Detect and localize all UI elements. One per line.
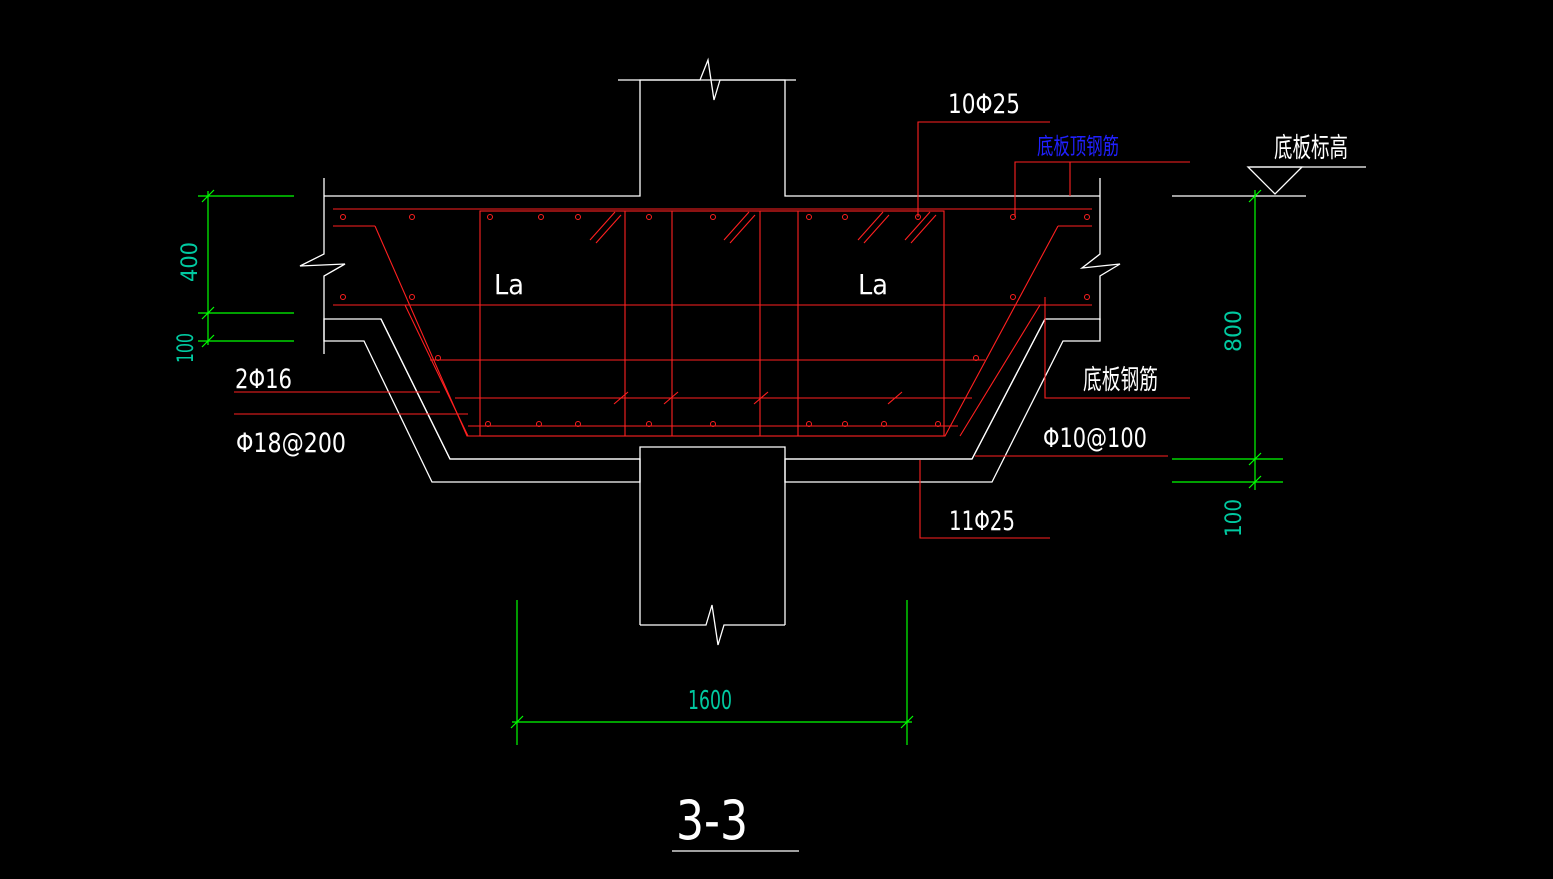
label-waist-bars: 2Φ16: [235, 364, 292, 395]
rebar-dot: [646, 421, 652, 427]
label-anchor-right: La: [858, 268, 888, 301]
label-bottom-bars: 11Φ25: [949, 506, 1015, 537]
left-break-line: [299, 178, 346, 354]
leader-bottom-bars: [919, 460, 1050, 539]
cushion-left: [323, 318, 641, 483]
rebar-dot: [575, 421, 581, 427]
concrete-cushion: [323, 318, 1101, 483]
rebar-tick: [595, 214, 622, 244]
rebar-tick: [589, 211, 616, 241]
label-top-bars: 10Φ25: [948, 89, 1020, 120]
rebar-dot: [340, 214, 346, 220]
rebar-dot: [842, 421, 848, 427]
rebar-dot: [1084, 214, 1090, 220]
pit-inner-outline-r: [785, 318, 1046, 460]
rebar-dot: [973, 355, 979, 361]
upper-break-line: [618, 57, 796, 101]
label-stirrups: Φ10@100: [1043, 423, 1147, 454]
dim-right-lower: 100: [1222, 499, 1247, 537]
rebar-dot: [536, 421, 542, 427]
rebar-tick: [753, 391, 769, 405]
rebar-tick: [887, 391, 903, 405]
rebar-dot: [646, 214, 652, 220]
rebar-dot: [806, 421, 812, 427]
dim-right-tick1: [1248, 189, 1262, 203]
right-slope-bar: [959, 304, 1092, 437]
rebar-dot: [806, 214, 812, 220]
label-slab-elevation: 底板标高: [1274, 133, 1348, 164]
rebar-dot: [575, 214, 581, 220]
dimension-lines: [198, 189, 1283, 745]
rebar-dot: [842, 214, 848, 220]
rebar-dot: [710, 214, 716, 220]
dim-left-tick3: [201, 334, 215, 348]
dim-left-upper: 400: [178, 242, 203, 282]
lower-column: [639, 446, 786, 625]
rebar-dot: [935, 421, 941, 427]
rebar-dot: [409, 214, 415, 220]
rebar-tick: [904, 211, 931, 241]
right-break-line: [1079, 178, 1121, 320]
dim-left-lower: 100: [174, 333, 199, 363]
rebar-tick: [663, 391, 679, 405]
rebar-tick: [910, 214, 937, 244]
rebar-dot: [881, 421, 887, 427]
pit-inner-outline: [380, 318, 640, 460]
label-slab-rebar: 底板钢筋: [1083, 365, 1158, 396]
dim-right-upper: 800: [1222, 310, 1247, 352]
label-side-bars: Φ18@200: [236, 428, 346, 459]
rebar-dot: [485, 421, 491, 427]
dim-left-tick2: [201, 306, 215, 320]
rebar-dots: [340, 214, 1090, 427]
leader-slab-top-rebar: [1014, 161, 1190, 217]
dim-right-tick2: [1248, 452, 1262, 466]
rebar-dot: [538, 214, 544, 220]
leader-slab-rebar: [1044, 297, 1190, 399]
rebar-dot: [409, 294, 415, 300]
label-slab-top-rebar: 底板顶钢筋: [1037, 134, 1119, 160]
dim-bottom-tick2: [900, 715, 914, 729]
rebar-tick: [613, 391, 629, 405]
dim-bottom-width: 1600: [688, 686, 732, 716]
rebar-dot: [487, 214, 493, 220]
label-anchor-left: La: [494, 268, 524, 301]
rebar-dot: [710, 421, 716, 427]
rebar-dot: [340, 294, 346, 300]
rebar-ticks: [589, 211, 937, 405]
cushion-right: [784, 318, 1101, 483]
dim-right-tick3: [1248, 475, 1262, 489]
rebar-dot: [1010, 294, 1016, 300]
rebar-dot: [435, 355, 441, 361]
stirrup-box: [479, 210, 945, 437]
elevation-triangle: [1246, 166, 1304, 195]
rebar-tick: [863, 214, 890, 244]
lower-break-line: [640, 604, 785, 646]
rebar-cage: [234, 121, 1190, 539]
rebar-tick: [729, 214, 756, 244]
slab-top-outline: [324, 79, 1100, 197]
dim-left-tick1: [201, 189, 215, 203]
dim-bottom-tick1: [510, 715, 524, 729]
structure-outline: [299, 57, 1366, 852]
rebar-dot: [1084, 294, 1090, 300]
leader-top-bars: [917, 121, 1050, 217]
rebar-tick: [723, 211, 750, 241]
bottom-u-bar: [374, 225, 1059, 437]
rebar-tick: [857, 211, 884, 241]
section-title: 3-3: [676, 789, 748, 852]
